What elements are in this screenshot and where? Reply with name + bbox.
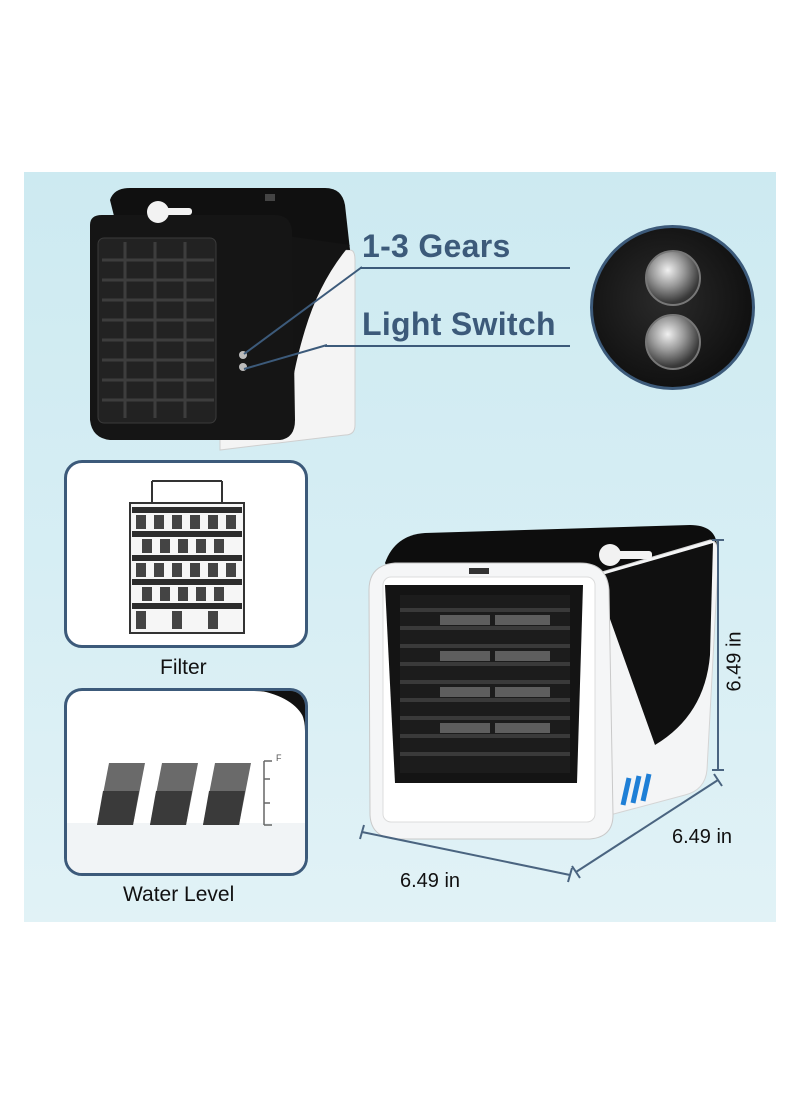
light-switch-pointer-line	[243, 344, 328, 370]
water-tank-icon	[67, 691, 305, 873]
water-level-card: F	[64, 688, 308, 876]
cooler-rear-illustration	[90, 188, 356, 451]
light-switch-callout-line	[325, 345, 570, 347]
width-dimension: 6.49 in	[400, 870, 461, 892]
filter-icon	[129, 480, 245, 634]
light-switch-label: Light Switch	[362, 306, 556, 342]
height-dimension: 6.49 in	[723, 631, 746, 692]
gears-callout-line	[360, 267, 570, 269]
buttons-zoom-circle	[590, 225, 755, 390]
gears-label: 1-3 Gears	[362, 228, 511, 264]
light-switch-knob-icon	[645, 314, 701, 370]
water-level-caption: Water Level	[123, 883, 235, 906]
dimension-lines	[359, 539, 724, 883]
gears-pointer-line	[243, 266, 363, 355]
filter-caption: Filter	[160, 656, 207, 679]
depth-dimension: 6.49 in	[672, 826, 733, 848]
gears-knob-icon	[645, 250, 701, 306]
cooler-front-illustration	[368, 525, 719, 840]
water-gauge-mark: F	[276, 753, 282, 763]
filter-card	[64, 460, 308, 648]
